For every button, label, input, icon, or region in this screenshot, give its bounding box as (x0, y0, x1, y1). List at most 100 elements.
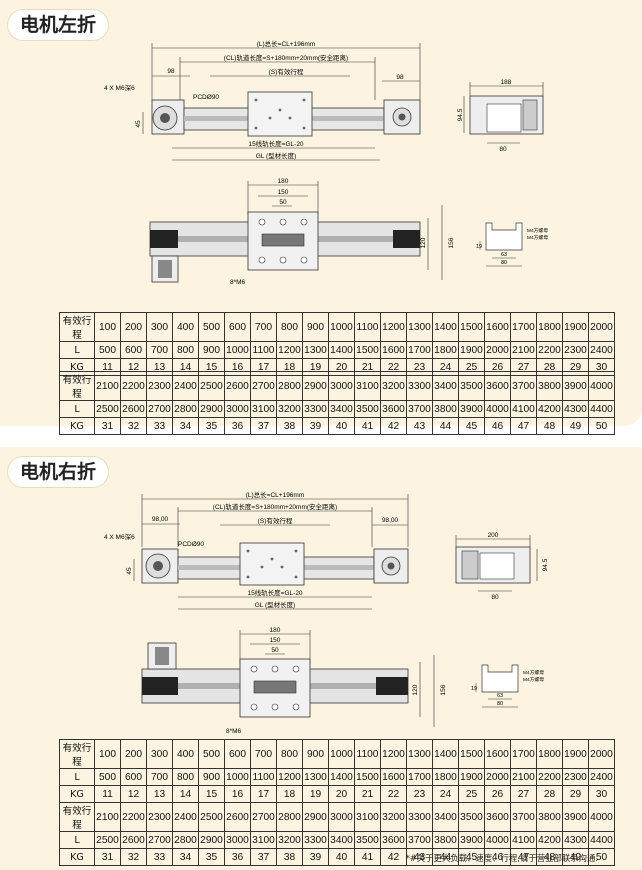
section-motor-right: 电机右折 (L)总长=CL+196mm (CL)轨道长度=S+180mm+20m… (0, 447, 642, 870)
table-cell: 34 (172, 848, 199, 866)
table-cell: 32 (120, 417, 147, 435)
table-cell: 600 (224, 739, 251, 769)
table-cell: 1600 (380, 768, 407, 786)
table-cell: 3500 (354, 400, 381, 418)
table-cell: 2000 (588, 739, 615, 769)
table-cell: 4300 (562, 400, 589, 418)
side-bottom: 80 (491, 594, 499, 601)
table-cell: 1100 (250, 341, 277, 359)
table-cell: 2300 (146, 371, 173, 401)
table-cell: 1700 (406, 341, 433, 359)
carriage-plate (247, 91, 313, 137)
side-width: 188 (501, 79, 512, 86)
table-cell: 4400 (588, 831, 615, 849)
row-label: KG (59, 417, 95, 435)
table-cell: 3100 (250, 400, 277, 418)
table-cell: 19 (302, 785, 329, 803)
table-cell: 3500 (458, 371, 485, 401)
table-cell: 400 (172, 739, 199, 769)
table-cell: 1700 (406, 768, 433, 786)
table-cell: 3600 (380, 831, 407, 849)
table-cell: 1200 (276, 341, 303, 359)
profile-19: 19 (476, 244, 482, 250)
table-cell: 47 (510, 848, 537, 866)
table-cell: 2900 (302, 371, 329, 401)
table-cell: 3900 (562, 371, 589, 401)
table-cell: 2800 (172, 831, 199, 849)
table-cell: 2800 (276, 802, 303, 832)
dim-45: 45 (126, 567, 133, 575)
table-cell: 1200 (380, 312, 407, 342)
table-cell: 3900 (458, 831, 485, 849)
table-cell: 3600 (380, 400, 407, 418)
table-cell: 45 (458, 417, 485, 435)
table-cell: 3300 (406, 371, 433, 401)
table-cell: 1000 (328, 739, 355, 769)
table-cell: 2600 (120, 831, 147, 849)
table-cell: 500 (198, 739, 225, 769)
table-cell: 2800 (172, 400, 199, 418)
table-cell: 100 (94, 312, 121, 342)
table-cell: 2400 (172, 802, 199, 832)
table-cell: 3900 (562, 802, 589, 832)
table-cell: 23 (406, 785, 433, 803)
table-cell: 2100 (510, 768, 537, 786)
table-cell: 2800 (276, 371, 303, 401)
table-cell: 3100 (250, 831, 277, 849)
table-cell: 12 (120, 785, 147, 803)
table-cell: 48 (536, 417, 563, 435)
dim-156: 156 (440, 684, 447, 695)
table-cell: 3000 (224, 400, 251, 418)
table-cell: 1400 (328, 768, 355, 786)
dim-pcd: PCDØ90 (193, 94, 219, 101)
table-cell: 800 (172, 768, 199, 786)
table-cell: 900 (302, 739, 329, 769)
table-cell: 2900 (198, 400, 225, 418)
drawing-motor-right: (L)总长=CL+196mm (CL)轨道长度=S+180mm+20mm(安全距… (104, 490, 549, 735)
table-cell: 3400 (432, 371, 459, 401)
section-title: 电机左折 (8, 10, 109, 40)
table-cell: 3300 (302, 400, 329, 418)
profile-m4a: M4方螺母 (523, 669, 544, 676)
table-cell: 3300 (302, 831, 329, 849)
table-cell: 2500 (94, 400, 121, 418)
table-cell: 2700 (146, 400, 173, 418)
row-label: 有效行程 (59, 802, 95, 832)
table-cell: 1900 (562, 312, 589, 342)
table-cell: 2500 (198, 802, 225, 832)
dim-156: 156 (448, 237, 455, 248)
table-cell: 1600 (484, 739, 511, 769)
table-cell: 35 (198, 848, 225, 866)
table-cell: 1900 (458, 768, 485, 786)
table-cell: 1300 (406, 739, 433, 769)
table-cell: 4200 (536, 831, 563, 849)
table-cell: 1500 (458, 739, 485, 769)
table-cell: 18 (276, 785, 303, 803)
side-height: 94.5 (457, 108, 464, 121)
table-cell: 2200 (536, 768, 563, 786)
table-cell: 48 (536, 848, 563, 866)
table-cell: 900 (198, 341, 225, 359)
table-cell: 11 (94, 785, 121, 803)
table-cell: 33 (146, 417, 173, 435)
row-label: 有效行程 (59, 371, 95, 401)
section-motor-left: 电机左折 (L)总长=CL+196mm (CL)轨道长度=S+180mm+20m… (0, 0, 642, 435)
carriage-50: 50 (279, 199, 287, 206)
table-cell: 2200 (120, 802, 147, 832)
table-cell: 3700 (406, 400, 433, 418)
table-cell: 2200 (120, 371, 147, 401)
table-cell: 3800 (536, 802, 563, 832)
table-cell: 22 (380, 785, 407, 803)
table-cell: 14 (172, 785, 199, 803)
table-cell: 2300 (562, 768, 589, 786)
table-cell: 36 (224, 417, 251, 435)
row-label: L (59, 341, 95, 359)
table-cell: 3200 (380, 371, 407, 401)
table-cell: 500 (94, 768, 121, 786)
table-cell: 50 (588, 848, 615, 866)
